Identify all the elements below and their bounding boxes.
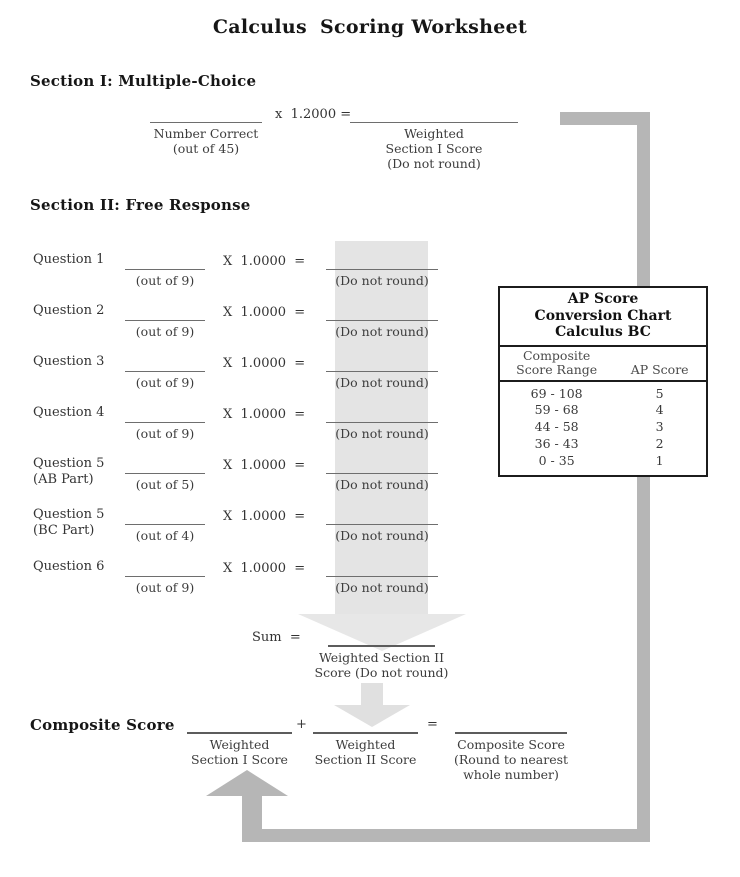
sectionII-to-composite-arrow-shaft: [361, 683, 383, 706]
sum-caption: Weighted Section II Score (Do not round): [314, 650, 449, 680]
question-score-blank[interactable]: [125, 406, 205, 423]
sectionII-to-composite-arrowhead: [334, 705, 410, 727]
question-note: (Do not round): [335, 426, 429, 441]
ap-score-header: AP Score: [630, 362, 689, 377]
question-row-4: Question 4 (out of 9) X 1.0000 = (Do not…: [0, 405, 740, 455]
section1-heading: Section I: Multiple-Choice: [30, 72, 257, 90]
question-weighted-blank[interactable]: [326, 560, 438, 577]
question-score-blank[interactable]: [125, 304, 205, 321]
page-title: Calculus Scoring Worksheet: [0, 16, 740, 38]
section2-heading: Section II: Free Response: [30, 196, 251, 214]
question-multiplier: X 1.0000 =: [223, 561, 306, 576]
question-row-6: Question 6 (out of 9) X 1.0000 = (Do not…: [0, 559, 740, 609]
composite-score-range-header: Composite Score Range: [516, 347, 598, 377]
question-note: (Do not round): [335, 477, 429, 492]
table-row: 36 - 43 2: [534, 435, 664, 451]
connector-up-arrow-shaft: [242, 794, 262, 830]
question-multiplier: X 1.0000 =: [223, 356, 306, 371]
question-out-of: (out of 9): [135, 580, 195, 595]
composite-section1-blank[interactable]: [187, 716, 292, 734]
question-multiplier: X 1.0000 =: [223, 305, 306, 320]
composite-blank2-caption: Weighted Section II Score: [314, 737, 417, 767]
question-row-2: Question 2 (out of 9) X 1.0000 = (Do not…: [0, 303, 740, 353]
section1-number-correct-blank[interactable]: [150, 106, 262, 123]
question-out-of: (out of 9): [135, 426, 195, 441]
conversion-chart-rows: 69 - 108 5 59 - 68 4 44 - 58 3 36 - 43 2…: [500, 382, 706, 476]
question-note: (Do not round): [335, 528, 429, 543]
table-row: 0 - 35 1: [538, 452, 664, 468]
question-score-blank[interactable]: [125, 253, 205, 270]
question-out-of: (out of 9): [135, 273, 195, 288]
question-label: Question 6: [33, 559, 105, 574]
question-note: (Do not round): [335, 324, 429, 339]
question-note: (Do not round): [335, 375, 429, 390]
question-label: Question 5(BC Part): [33, 507, 105, 538]
equals-sign: =: [427, 717, 438, 732]
question-score-blank[interactable]: [125, 355, 205, 372]
question-label: Question 4: [33, 405, 105, 420]
composite-section2-blank[interactable]: [313, 716, 418, 734]
sum-flow-arrowhead: [298, 614, 466, 651]
section1-weighted-score-blank[interactable]: [350, 106, 518, 123]
question-weighted-blank[interactable]: [326, 406, 438, 423]
question-label: Question 2: [33, 303, 105, 318]
question-multiplier: X 1.0000 =: [223, 407, 306, 422]
table-row: 59 - 68 4: [534, 402, 664, 418]
connector-bottom-bar: [242, 829, 650, 842]
question-multiplier: X 1.0000 =: [223, 509, 306, 524]
connector-up-arrowhead: [206, 770, 288, 796]
question-label: Question 1: [33, 252, 105, 267]
sum-flow-band: [335, 241, 428, 615]
question-row-3: Question 3 (out of 9) X 1.0000 = (Do not…: [0, 354, 740, 404]
question-label: Question 5(AB Part): [33, 456, 105, 487]
question-out-of: (out of 9): [135, 324, 195, 339]
question-note: (Do not round): [335, 273, 429, 288]
composite-score-blank[interactable]: [455, 716, 567, 734]
composite-blank1-caption: Weighted Section I Score: [191, 737, 288, 767]
section1-blank1-caption: Number Correct (out of 45): [153, 126, 259, 156]
ap-score-conversion-chart: AP Score Conversion Chart Calculus BC Co…: [498, 286, 708, 478]
question-multiplier: X 1.0000 =: [223, 254, 306, 269]
conversion-chart-header-row: Composite Score Range AP Score: [500, 347, 706, 382]
conversion-chart-title: AP Score Conversion Chart Calculus BC: [500, 288, 706, 347]
question-row-1: Question 1 (out of 9) X 1.0000 = (Do not…: [0, 252, 740, 302]
question-weighted-blank[interactable]: [326, 304, 438, 321]
question-out-of: (out of 4): [135, 528, 195, 543]
table-row: 69 - 108 5: [530, 385, 664, 401]
table-row: 44 - 58 3: [534, 419, 664, 435]
composite-heading: Composite Score: [30, 716, 175, 734]
section1-blank2-caption: Weighted Section I Score (Do not round): [385, 126, 483, 171]
question-weighted-blank[interactable]: [326, 355, 438, 372]
worksheet-title: Scoring Worksheet: [320, 16, 528, 38]
question-out-of: (out of 9): [135, 375, 195, 390]
question-score-blank[interactable]: [125, 560, 205, 577]
question-multiplier: X 1.0000 =: [223, 458, 306, 473]
section1-multiplier: x 1.2000 =: [275, 107, 352, 122]
question-note: (Do not round): [335, 580, 429, 595]
question-weighted-blank[interactable]: [326, 253, 438, 270]
composite-blank3-caption: Composite Score (Round to nearest whole …: [453, 737, 569, 782]
exam-name: Calculus: [212, 16, 308, 38]
question-row-5ab: Question 5(AB Part) (out of 5) X 1.0000 …: [0, 456, 740, 506]
question-score-blank[interactable]: [125, 457, 205, 474]
question-label: Question 3: [33, 354, 105, 369]
question-weighted-blank[interactable]: [326, 457, 438, 474]
sum-label: Sum =: [252, 630, 301, 645]
question-out-of: (out of 5): [135, 477, 195, 492]
plus-sign: +: [296, 717, 307, 732]
sum-blank[interactable]: [328, 629, 435, 647]
question-weighted-blank[interactable]: [326, 508, 438, 525]
question-score-blank[interactable]: [125, 508, 205, 525]
question-row-5bc: Question 5(BC Part) (out of 4) X 1.0000 …: [0, 507, 740, 557]
connector-top-bar: [560, 112, 650, 125]
